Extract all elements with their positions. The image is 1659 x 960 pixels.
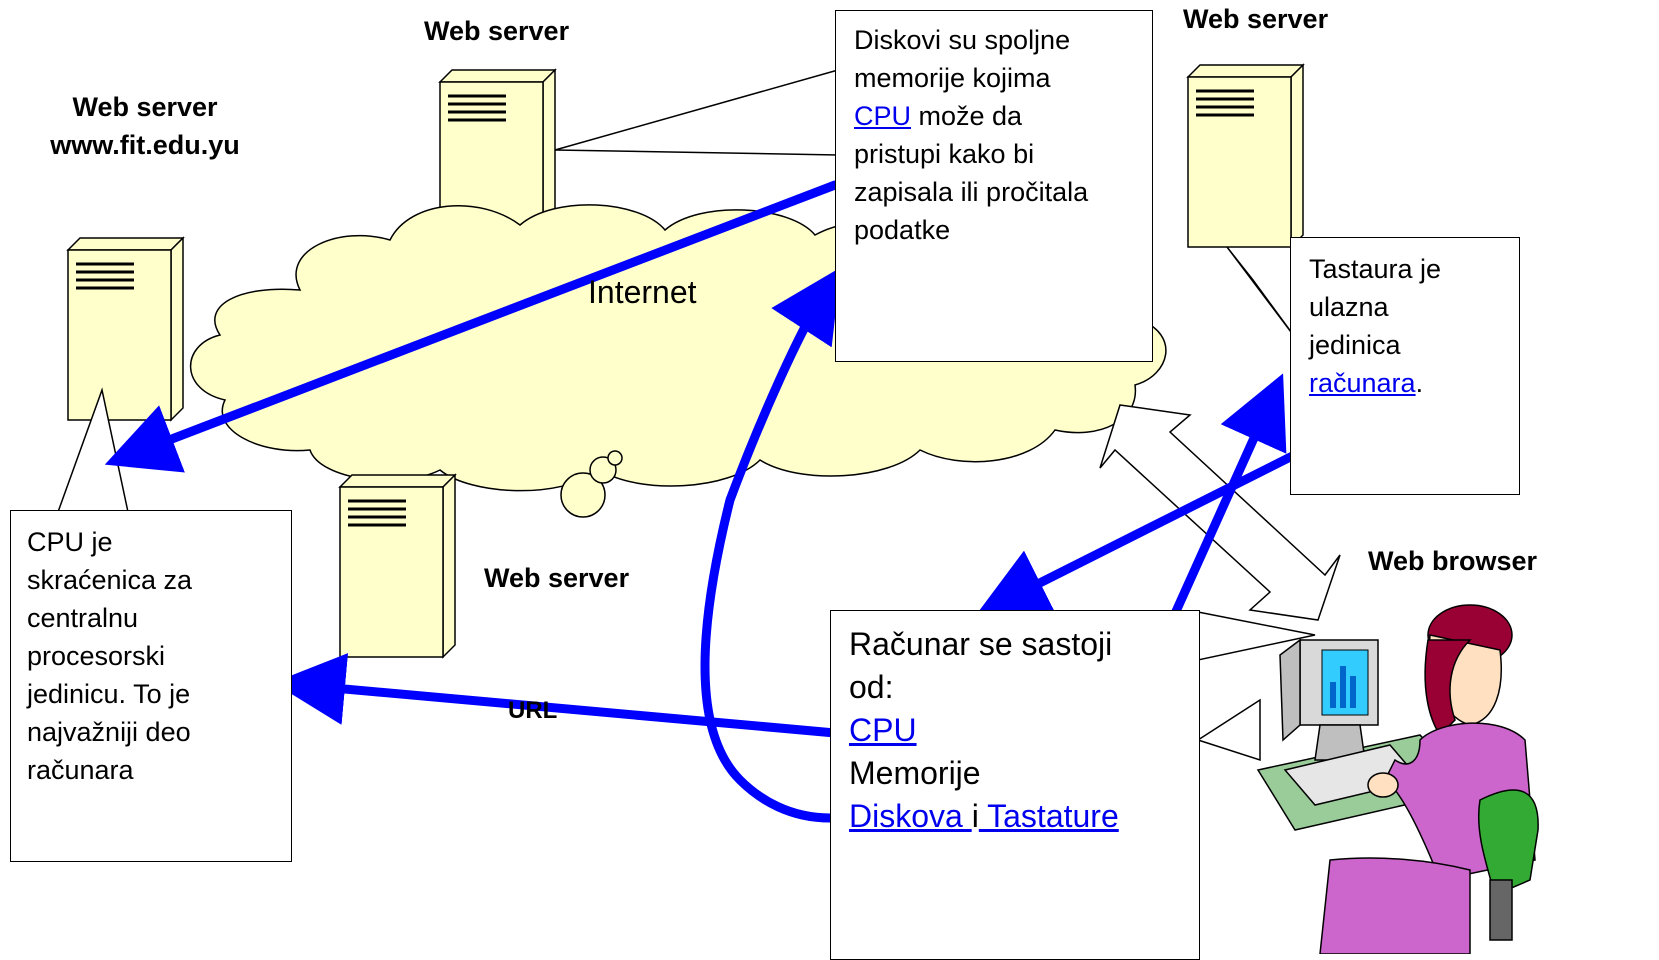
- callout-disks-line: podatke: [854, 215, 951, 245]
- callout-keyboard-text: .: [1415, 368, 1424, 398]
- callout-disks-line: memorije kojima: [854, 63, 1051, 93]
- callout-keyboard-line: računara.: [1309, 364, 1519, 402]
- callout-cpu-line: skraćenica za: [27, 565, 193, 595]
- label-web-server-right: Web server: [1183, 4, 1329, 34]
- label-web-server-left-title: Web server: [72, 92, 218, 122]
- callout-disks-line: CPU može da: [854, 97, 1152, 135]
- link-tastature[interactable]: Tastature: [978, 798, 1119, 834]
- callout-computer: Računar se sastoji od: CPU Memorije Disk…: [830, 610, 1200, 960]
- label-web-server-bottom: Web server: [484, 563, 630, 593]
- callout-cpu-line: CPU je: [27, 527, 113, 557]
- user-computer-icon: [1256, 604, 1539, 954]
- callout-keyboard-line: Tastaura je: [1309, 254, 1442, 284]
- callout-cpu-line: računara: [27, 755, 134, 785]
- link-cpu-computer[interactable]: CPU: [849, 712, 917, 748]
- callout-disks-text: može da: [911, 101, 1023, 131]
- callout-cpu-line: najvažniji deo: [27, 717, 191, 747]
- callout-computer-line: Memorije: [849, 755, 981, 791]
- callout-disks-line: zapisala ili pročitala: [854, 177, 1089, 207]
- link-cpu[interactable]: CPU: [854, 101, 912, 131]
- callout-computer-line: od:: [849, 669, 894, 705]
- server-icon-bottom: [338, 473, 457, 659]
- label-url: URL: [508, 697, 558, 724]
- label-web-server-left: Web server www.fit.edu.yu: [0, 88, 290, 164]
- callout-computer-line: CPU: [849, 709, 1199, 752]
- callout-cpu-line: centralnu: [27, 603, 139, 633]
- callout-disks-line: pristupi kako bi: [854, 139, 1035, 169]
- link-racunara[interactable]: računara: [1309, 368, 1416, 398]
- callout-keyboard: Tastaura je ulazna jedinica računara.: [1290, 237, 1520, 495]
- callout-computer-text: i: [971, 798, 979, 834]
- label-web-server-top: Web server: [424, 16, 570, 46]
- callout-disks: Diskovi su spoljne memorije kojima CPU m…: [835, 10, 1153, 362]
- server-icon-right: [1186, 63, 1305, 249]
- callout-keyboard-line: jedinica: [1309, 330, 1401, 360]
- arrow-diskova-to-disks: [700, 267, 841, 823]
- callout-computer-line: Računar se sastoji: [849, 626, 1113, 662]
- callout-computer-line: Diskova i Tastature: [849, 795, 1199, 838]
- server-icon-left: [66, 236, 185, 422]
- label-web-browser: Web browser: [1368, 546, 1538, 576]
- arrow-computer-to-cpu: [273, 653, 840, 738]
- callout-keyboard-line: ulazna: [1309, 292, 1389, 322]
- link-diskova[interactable]: Diskova: [849, 798, 972, 834]
- callout-disks-line: Diskovi su spoljne: [854, 25, 1071, 55]
- arrow-disks-to-server: [104, 180, 840, 473]
- label-internet: Internet: [588, 274, 697, 310]
- callout-cpu-line: procesorski: [27, 641, 166, 671]
- callout-cpu-line: jedinicu. To je: [27, 679, 191, 709]
- label-web-server-domain: www.fit.edu.yu: [50, 130, 240, 160]
- callout-cpu: CPU je skraćenica za centralnu procesors…: [10, 510, 292, 862]
